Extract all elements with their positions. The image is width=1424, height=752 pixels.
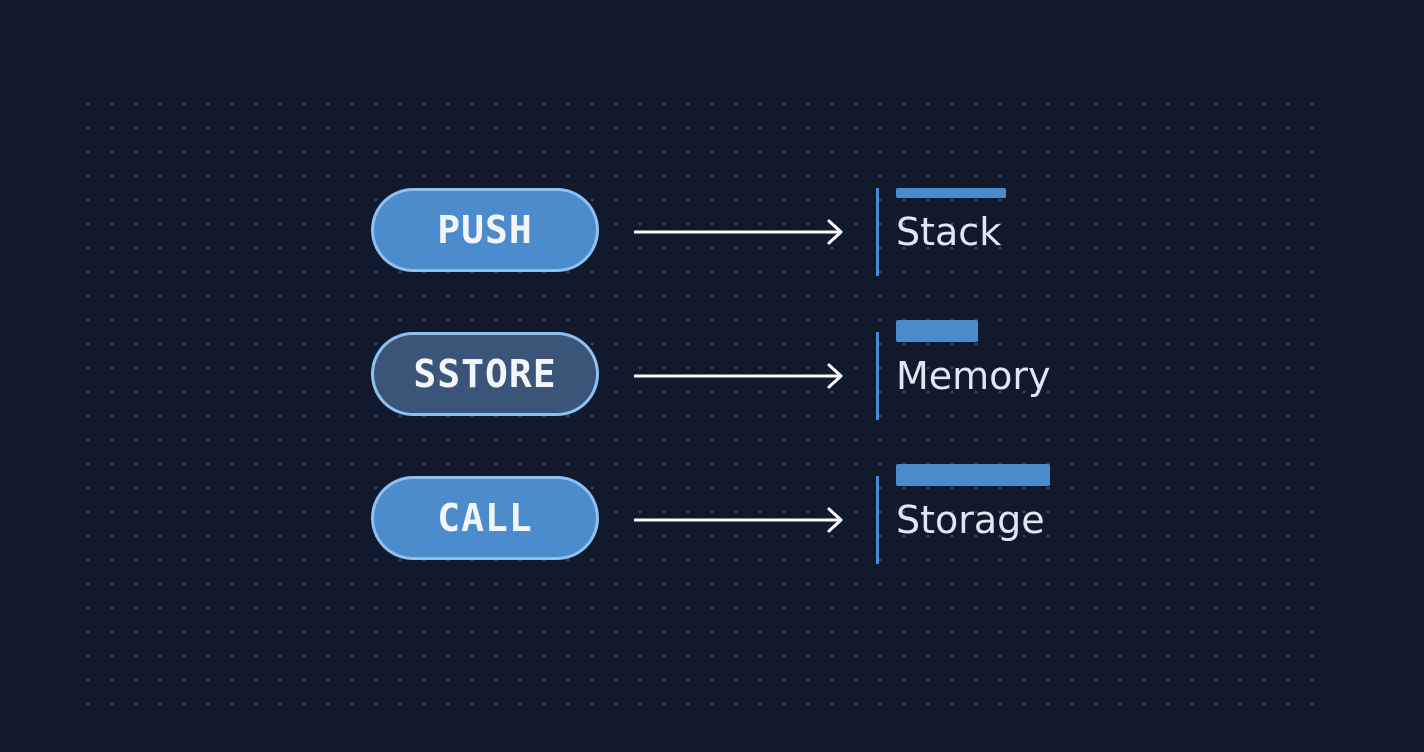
target-stack: Stack (876, 188, 1096, 278)
target-divider (876, 188, 879, 276)
opcode-pill-push: PUSH (371, 188, 599, 272)
opcode-pill-sstore: SSTORE (371, 332, 599, 416)
mapping-row-push: PUSH Stack (0, 188, 1424, 278)
target-indicator-bar (896, 188, 1006, 198)
arrow-right-icon (634, 363, 843, 389)
arrow-right-icon (634, 219, 843, 245)
mapping-row-call: CALL Storage (0, 464, 1424, 566)
target-divider (876, 476, 879, 564)
arrow-right-icon (634, 507, 843, 533)
target-indicator-bar (896, 320, 978, 342)
target-label: Stack (896, 210, 1002, 254)
target-label: Memory (896, 354, 1051, 398)
mapping-row-sstore: SSTORE Memory (0, 320, 1424, 422)
opcode-label: SSTORE (413, 352, 557, 396)
opcode-label: PUSH (437, 208, 533, 252)
target-memory: Memory (876, 320, 1096, 422)
target-storage: Storage (876, 464, 1096, 566)
target-label: Storage (896, 498, 1045, 542)
target-divider (876, 332, 879, 420)
dot-grid-background (76, 92, 1324, 708)
opcode-pill-call: CALL (371, 476, 599, 560)
opcode-label: CALL (437, 496, 533, 540)
target-indicator-bar (896, 464, 1050, 486)
